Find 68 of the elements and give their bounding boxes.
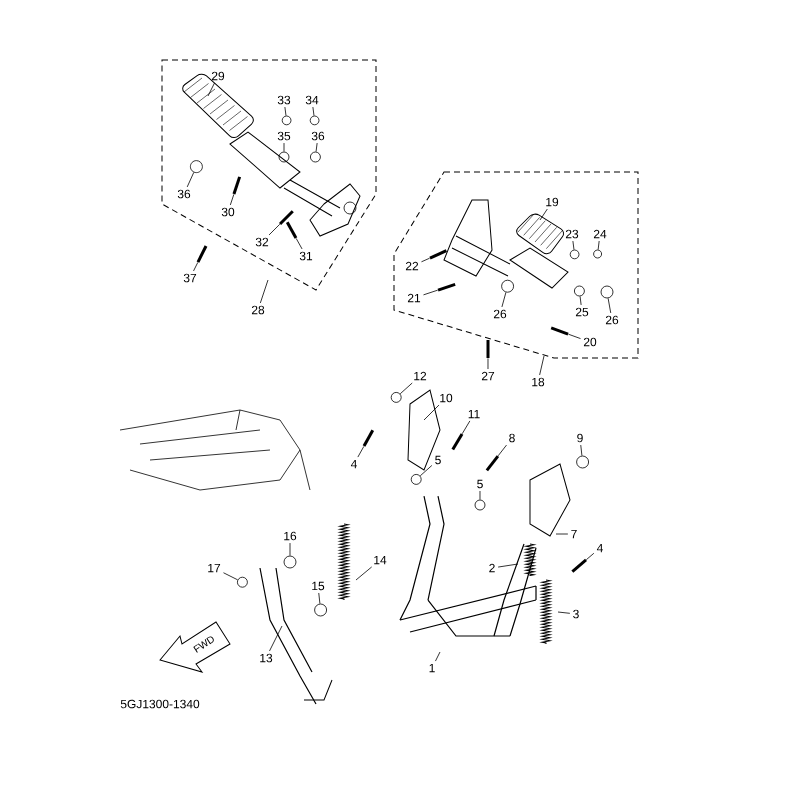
- washer: [190, 160, 203, 173]
- leader-line: [579, 295, 582, 306]
- washer: [390, 392, 402, 403]
- washer: [310, 151, 321, 163]
- bolt: [196, 245, 208, 263]
- leader-line: [539, 355, 545, 376]
- leader-line: [283, 142, 285, 152]
- leader-line: [568, 333, 581, 339]
- washer: [600, 285, 614, 299]
- bolt: [279, 210, 294, 226]
- leader-line: [555, 533, 569, 535]
- washer: [501, 279, 514, 293]
- bolt: [362, 429, 375, 447]
- leader-line: [497, 444, 507, 457]
- leader-line: [435, 651, 441, 662]
- leader-line: [186, 172, 195, 188]
- bolt: [550, 326, 569, 336]
- leader-line: [399, 382, 413, 395]
- washer: [278, 151, 290, 163]
- leader-line: [295, 238, 303, 250]
- washer: [283, 555, 297, 569]
- washer: [314, 603, 327, 617]
- leader-line: [229, 193, 235, 206]
- bolt: [429, 249, 448, 260]
- leader-line: [421, 257, 430, 263]
- leader-line: [423, 404, 440, 421]
- leader-line: [539, 208, 548, 221]
- leader-line: [315, 142, 318, 153]
- leader-line: [193, 262, 199, 272]
- washer: [309, 115, 320, 126]
- leader-line: [585, 552, 595, 561]
- leader-line: [597, 240, 600, 251]
- leader-line: [580, 444, 583, 457]
- washer: [576, 455, 589, 469]
- leader-line: [501, 292, 507, 308]
- leader-line: [461, 420, 471, 435]
- leader-line: [572, 240, 575, 251]
- leader-line: [355, 566, 373, 581]
- leader-line: [318, 592, 321, 605]
- washer: [569, 249, 580, 260]
- bolt: [571, 558, 587, 573]
- leader-line: [289, 542, 291, 556]
- leader-line: [312, 106, 315, 117]
- washer: [281, 115, 292, 126]
- washer: [474, 499, 486, 511]
- leader-line: [223, 572, 238, 581]
- leader-line: [357, 446, 365, 458]
- leader-line: [497, 563, 519, 568]
- leader-line: [269, 625, 283, 652]
- bolt: [232, 176, 242, 195]
- washer: [574, 285, 585, 297]
- washer: [237, 576, 248, 588]
- leader-line: [284, 106, 287, 117]
- bolt: [437, 282, 456, 292]
- leader-line: [419, 465, 433, 477]
- leader-line: [607, 297, 612, 314]
- leader-line: [557, 611, 571, 614]
- leader-line: [207, 82, 215, 97]
- leader-line: [259, 279, 269, 304]
- leader-line: [423, 289, 439, 296]
- leader-line: [487, 358, 489, 370]
- leader-line: [479, 490, 481, 500]
- washer: [410, 474, 422, 485]
- leader-line: [268, 223, 281, 236]
- washer: [593, 249, 602, 259]
- bolt: [285, 221, 298, 239]
- bolt: [451, 433, 464, 451]
- bolt: [485, 455, 500, 472]
